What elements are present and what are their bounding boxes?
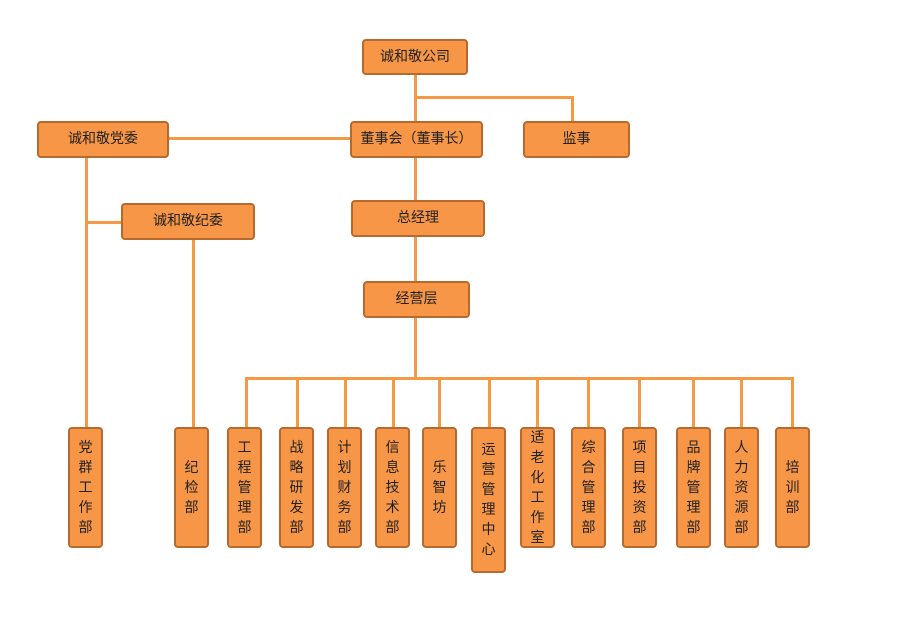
node-general-manager: 总经理 bbox=[351, 200, 485, 237]
connector-company-to-board bbox=[414, 75, 417, 123]
dept-general-admin: 综合管理部 bbox=[571, 427, 606, 548]
dept-training: 培训部 bbox=[775, 427, 810, 548]
connector-dept-engineering bbox=[245, 377, 248, 428]
node-company: 诚和敬公司 bbox=[362, 39, 468, 75]
connector-dept-brand bbox=[692, 377, 695, 428]
connector-dept-le-zhi-fang bbox=[438, 377, 441, 428]
connector-dept-general-admin bbox=[587, 377, 590, 428]
connector-party-trunk bbox=[85, 157, 88, 429]
node-supervisor: 监事 bbox=[523, 121, 630, 158]
connector-department-bus bbox=[245, 377, 794, 380]
connector-dept-hr bbox=[740, 377, 743, 428]
connector-discipline-trunk bbox=[192, 238, 195, 429]
dept-discipline-inspection: 纪检部 bbox=[174, 427, 209, 548]
connector-dept-finance bbox=[344, 377, 347, 428]
connector-dept-elderly-studio bbox=[536, 377, 539, 428]
connector-supervisor-vertical bbox=[571, 96, 574, 122]
node-management: 经营层 bbox=[363, 281, 470, 318]
connector-party-to-board bbox=[168, 137, 352, 140]
dept-engineering: 工程管理部 bbox=[227, 427, 262, 548]
connector-supervisor-horizontal bbox=[414, 96, 574, 99]
connector-dept-strategy bbox=[296, 377, 299, 428]
node-board: 董事会（董事长） bbox=[350, 121, 483, 158]
dept-hr: 人力资源部 bbox=[724, 427, 759, 548]
connector-party-to-discipline bbox=[85, 221, 124, 224]
connector-board-to-gm bbox=[414, 157, 417, 201]
dept-party-mass: 党群工作部 bbox=[68, 427, 103, 548]
dept-strategy: 战略研发部 bbox=[279, 427, 314, 548]
dept-operations-center: 运营管理中心 bbox=[471, 427, 506, 573]
connector-dept-operations-center bbox=[488, 377, 491, 428]
dept-it: 信息技术部 bbox=[375, 427, 410, 548]
node-party-committee: 诚和敬党委 bbox=[37, 121, 169, 158]
dept-elderly-studio: 适老化工作室 bbox=[520, 427, 555, 548]
connector-gm-to-management bbox=[414, 236, 417, 282]
connector-management-to-bus bbox=[414, 317, 417, 379]
connector-dept-training bbox=[791, 377, 794, 428]
node-discipline-committee: 诚和敬纪委 bbox=[121, 203, 255, 240]
connector-dept-investment bbox=[638, 377, 641, 428]
connector-dept-it bbox=[392, 377, 395, 428]
dept-investment: 项目投资部 bbox=[622, 427, 657, 548]
dept-finance: 计划财务部 bbox=[327, 427, 362, 548]
dept-le-zhi-fang: 乐智坊 bbox=[422, 427, 457, 548]
dept-brand: 品牌管理部 bbox=[676, 427, 711, 548]
